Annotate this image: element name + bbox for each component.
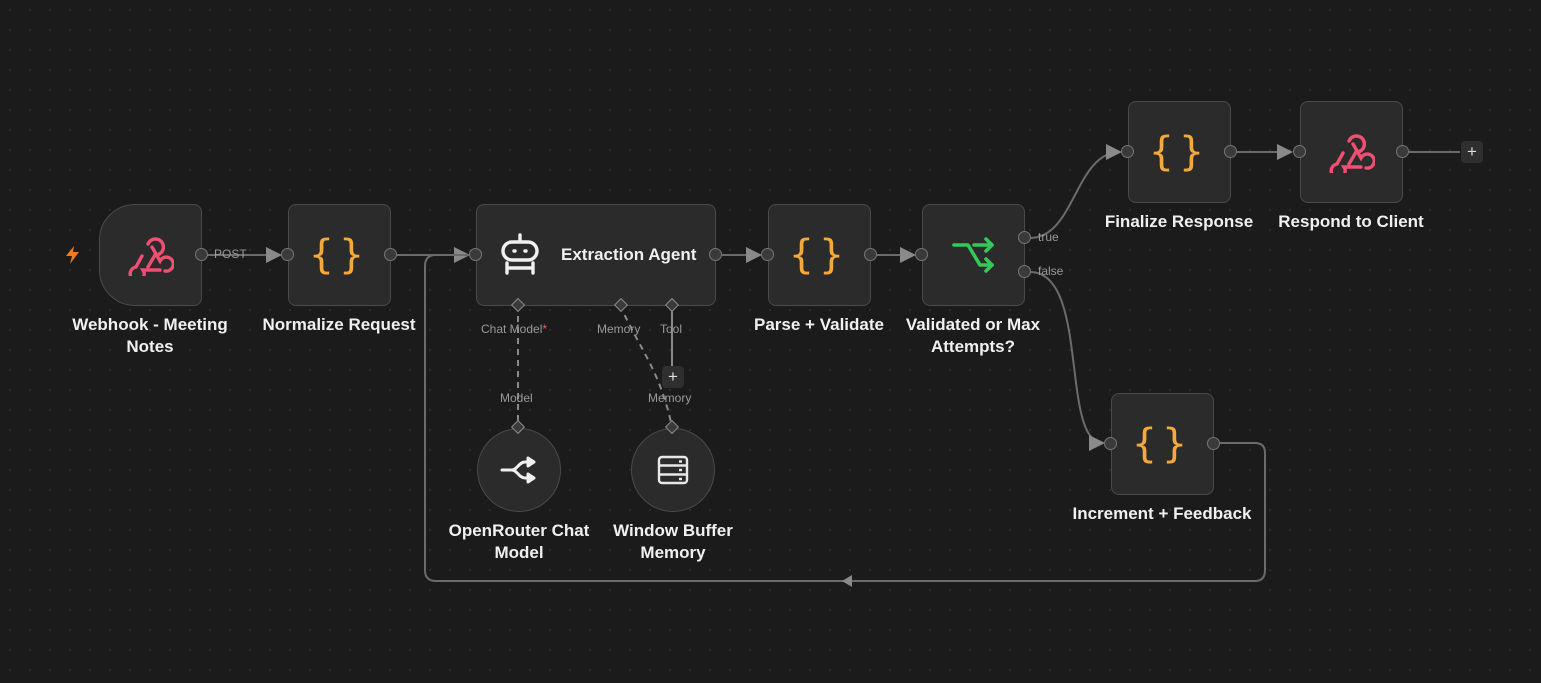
robot-icon <box>501 233 539 275</box>
edge-memory-agent[interactable] <box>619 304 673 428</box>
node-title-if: Validated or Max Attempts? <box>905 315 1041 356</box>
agent-output-handle[interactable] <box>709 248 722 261</box>
trigger-bolt-icon <box>66 246 79 264</box>
node-respond-to-client[interactable] <box>1300 101 1403 203</box>
node-increment-feedback[interactable]: {} <box>1111 393 1214 495</box>
required-mark: * <box>542 322 548 336</box>
node-title-increment: Increment + Feedback <box>1072 504 1252 523</box>
webhook-icon <box>1329 134 1375 173</box>
node-webhook-meeting-notes[interactable] <box>99 204 202 306</box>
branch-icon <box>951 237 994 273</box>
node-parse-validate[interactable]: {} <box>768 204 871 306</box>
webhook-output-handle[interactable] <box>195 248 208 261</box>
node-title-agent: Extraction Agent <box>561 245 697 264</box>
agent-chat-model-label: Chat Model* <box>481 322 548 336</box>
node-title-memory: Window Buffer Memory <box>613 521 733 562</box>
respond-input-handle[interactable] <box>1293 145 1306 158</box>
node-title-respond: Respond to Client <box>1278 212 1424 231</box>
agent-memory-label: Memory <box>597 322 641 336</box>
node-validated-or-max-attempts[interactable] <box>922 204 1025 306</box>
webhook-output-label: POST <box>214 247 247 261</box>
increment-input-handle[interactable] <box>1104 437 1117 450</box>
node-title-parse: Parse + Validate <box>754 315 884 334</box>
node-normalize-request[interactable]: {} <box>288 204 391 306</box>
code-braces-icon: {} <box>789 232 850 278</box>
if-false-handle[interactable] <box>1018 265 1031 278</box>
webhook-icon <box>128 237 174 276</box>
node-window-buffer-memory[interactable] <box>631 428 715 512</box>
if-input-handle[interactable] <box>915 248 928 261</box>
node-extraction-agent[interactable]: Extraction Agent <box>476 204 716 306</box>
if-true-label: true <box>1038 230 1059 244</box>
normalize-output-handle[interactable] <box>384 248 397 261</box>
node-finalize-response[interactable]: {} <box>1128 101 1231 203</box>
code-braces-icon: {} <box>309 232 370 278</box>
node-title-finalize: Finalize Response <box>1104 212 1254 231</box>
if-false-label: false <box>1038 264 1064 278</box>
parse-output-handle[interactable] <box>864 248 877 261</box>
loop-arrow-head <box>842 575 852 587</box>
edge-if-true-finalize[interactable] <box>1029 144 1122 239</box>
openrouter-port-label: Model <box>500 391 533 405</box>
finalize-output-handle[interactable] <box>1224 145 1237 158</box>
code-braces-icon: {} <box>1132 421 1193 467</box>
if-true-handle[interactable] <box>1018 231 1031 244</box>
code-braces-icon: {} <box>1149 129 1210 175</box>
finalize-input-handle[interactable] <box>1121 145 1134 158</box>
node-title-normalize: Normalize Request <box>262 315 416 334</box>
agent-tool-label: Tool <box>660 322 683 336</box>
database-icon <box>657 455 689 485</box>
add-tool-button[interactable]: + <box>662 366 684 388</box>
node-title-openrouter: OpenRouter Chat Model <box>448 521 590 562</box>
respond-output-handle[interactable] <box>1396 145 1409 158</box>
edge-if-false-increment[interactable] <box>1029 271 1105 451</box>
increment-output-handle[interactable] <box>1207 437 1220 450</box>
normalize-input-handle[interactable] <box>281 248 294 261</box>
openrouter-icon <box>500 456 536 484</box>
parse-input-handle[interactable] <box>761 248 774 261</box>
node-openrouter-chat-model[interactable] <box>477 428 561 512</box>
agent-input-handle[interactable] <box>469 248 482 261</box>
memory-port-label: Memory <box>648 391 692 405</box>
node-title-webhook: Webhook - Meeting Notes <box>72 315 228 356</box>
add-next-node-button[interactable]: + <box>1461 141 1483 163</box>
